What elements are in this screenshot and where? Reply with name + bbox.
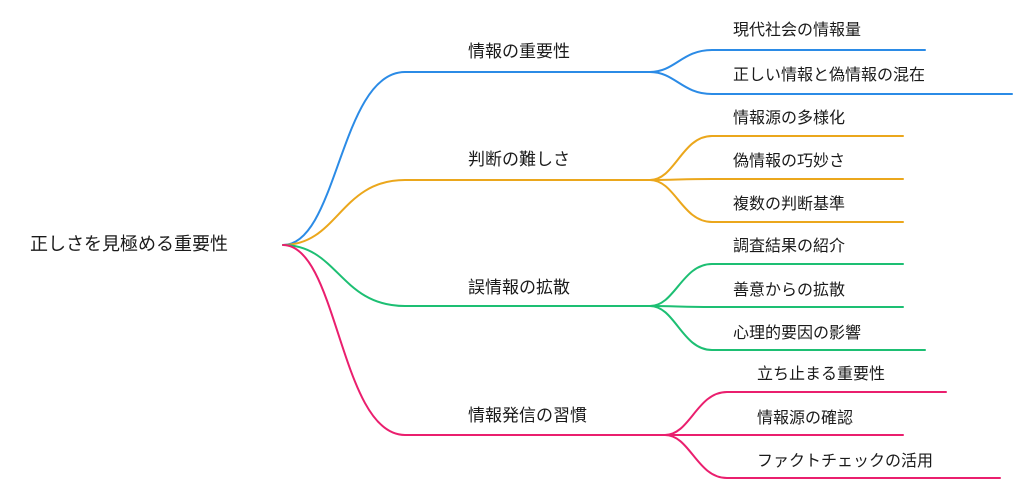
leaf-topic: 心理的要因の影響 [733, 323, 862, 342]
leaf-connector [649, 71, 1013, 95]
leaf-topic: 善意からの拡散 [733, 280, 846, 299]
branch-topic-judgment-difficulty: 判断の難しさ [468, 150, 570, 170]
leaf-connector [649, 49, 926, 73]
root-topic: 正しさを見極める重要性 [30, 234, 228, 255]
leaf-connector [664, 434, 1001, 479]
mindmap-edges [282, 49, 1013, 479]
leaf-connector [649, 135, 904, 181]
leaf-connector [649, 305, 904, 308]
leaf-connector [649, 179, 904, 223]
leaf-topic: 立ち止まる重要性 [757, 364, 886, 383]
leaf-topic: 情報源の確認 [757, 408, 854, 427]
branch-connector [282, 244, 651, 307]
leaf-connector [649, 178, 904, 181]
leaf-connector [649, 305, 926, 351]
branch-connector [282, 244, 666, 436]
leaf-topic: 正しい情報と偽情報の混在 [733, 65, 926, 84]
leaf-topic: ファクトチェックの活用 [757, 451, 934, 470]
branch-topic-information-importance: 情報の重要性 [468, 42, 570, 62]
branch-connector [282, 179, 651, 246]
leaf-topic: 現代社会の情報量 [733, 20, 862, 39]
leaf-connector [649, 263, 904, 307]
branch-topic-misinformation-spread: 誤情報の拡散 [468, 278, 570, 298]
leaf-topic: 情報源の多様化 [733, 108, 846, 127]
leaf-topic: 調査結果の紹介 [733, 236, 846, 255]
leaf-topic: 複数の判断基準 [733, 194, 846, 213]
leaf-connector [664, 391, 947, 436]
branch-topic-posting-habits: 情報発信の習慣 [468, 406, 587, 426]
leaf-topic: 偽情報の巧妙さ [733, 151, 846, 170]
branch-connector [282, 71, 651, 246]
